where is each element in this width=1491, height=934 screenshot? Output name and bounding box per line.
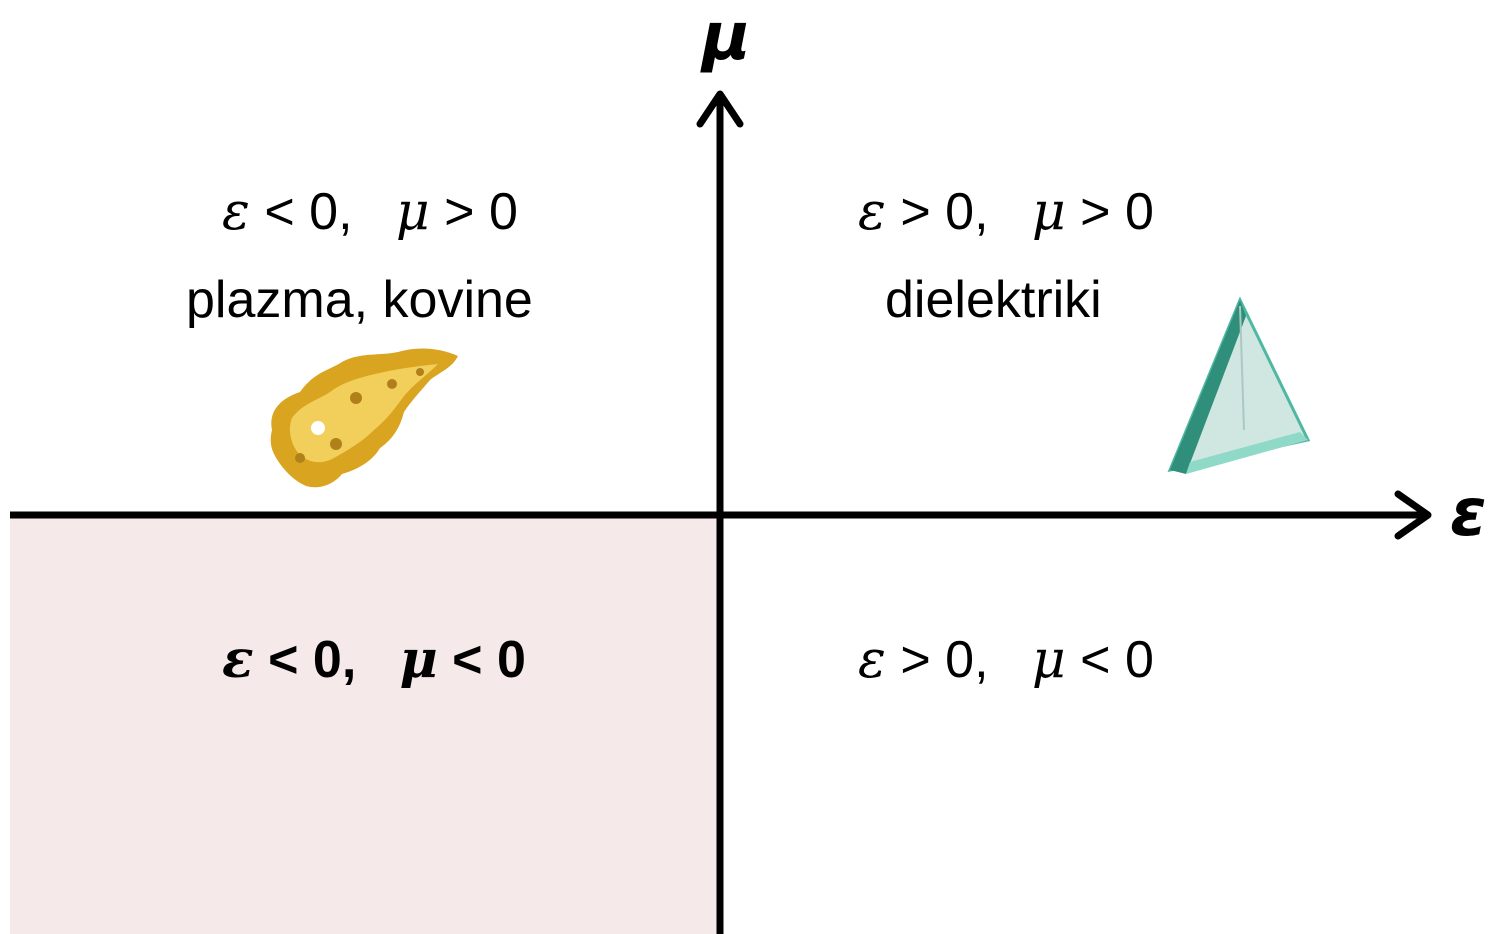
- mu-symbol: μ: [1032, 630, 1066, 690]
- condition-bottom-left: ε < 0, μ < 0: [222, 634, 526, 686]
- epsilon-axis-label: ε: [1450, 480, 1487, 546]
- condition-top-right: ε > 0, μ > 0: [858, 186, 1154, 238]
- caption-top-right: dielektriki: [885, 274, 1102, 326]
- caption-top-left: plazma, kovine: [186, 274, 533, 326]
- quadrant-bottom-left-highlight: [10, 515, 720, 934]
- epsilon-relation: < 0,: [268, 631, 356, 689]
- mu-symbol: μ: [396, 182, 430, 242]
- epsilon-relation: < 0,: [264, 183, 352, 241]
- epsilon-relation: > 0,: [900, 183, 988, 241]
- condition-bottom-right: ε > 0, μ < 0: [858, 634, 1154, 686]
- mu-relation: < 0: [1080, 631, 1154, 689]
- mu-relation: < 0: [452, 631, 526, 689]
- epsilon-symbol: ε: [858, 182, 886, 242]
- epsilon-symbol: ε: [858, 630, 886, 690]
- mu-relation: > 0: [1080, 183, 1154, 241]
- mu-symbol: μ: [400, 629, 438, 690]
- epsilon-symbol: ε: [222, 629, 254, 690]
- epsilon-symbol: ε: [222, 182, 250, 242]
- mu-axis-label: μ: [702, 4, 751, 70]
- condition-top-left: ε < 0, μ > 0: [222, 186, 518, 238]
- mu-relation: > 0: [444, 183, 518, 241]
- glass-prism-image: [1170, 300, 1308, 474]
- gold-nugget-image: [271, 349, 458, 488]
- epsilon-relation: > 0,: [900, 631, 988, 689]
- mu-symbol: μ: [1032, 182, 1066, 242]
